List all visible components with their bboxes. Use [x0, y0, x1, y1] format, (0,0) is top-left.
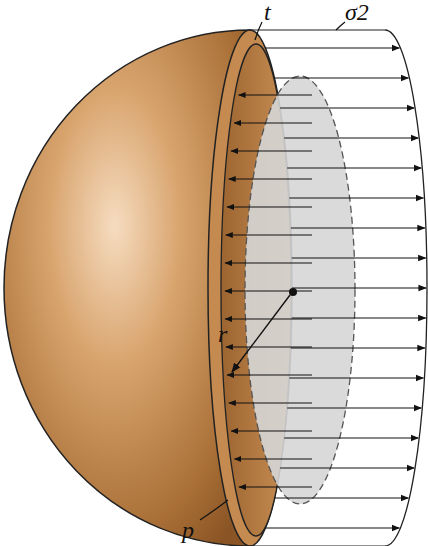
symbol-label: t [262, 0, 273, 24]
arrow [291, 347, 425, 348]
arrow [292, 257, 426, 258]
arrow [225, 290, 312, 291]
leader-t [255, 22, 262, 40]
symbol-label: r [216, 322, 229, 346]
leader-p [200, 500, 228, 520]
arrow [292, 287, 426, 288]
center-dot [289, 288, 297, 296]
arrow [265, 527, 399, 528]
arrow [289, 197, 423, 198]
arrow [289, 377, 423, 378]
arrow [225, 318, 312, 319]
arrow [227, 206, 312, 207]
arrow [239, 486, 312, 487]
symbol-label: σ2 [343, 0, 371, 24]
arrow [284, 437, 418, 438]
arrow [287, 407, 421, 408]
arrow [227, 374, 312, 375]
stress-arrows [265, 48, 426, 528]
arrow [231, 430, 312, 431]
section-disk [245, 76, 355, 504]
arrow [291, 227, 425, 228]
radius-line [232, 295, 290, 372]
arrow [280, 107, 414, 108]
arrow [280, 467, 414, 468]
arrow [287, 167, 421, 168]
arrow [229, 402, 312, 403]
arrow [229, 178, 312, 179]
arrow [274, 497, 408, 498]
pressure-arrows [225, 95, 312, 487]
arrow [231, 150, 312, 151]
symbol-label: p [180, 518, 196, 542]
arrow [265, 47, 399, 48]
arrow [226, 234, 312, 235]
arrow [226, 346, 312, 347]
arrow [239, 94, 312, 95]
leader-sigma [336, 22, 345, 30]
arrow [274, 77, 408, 78]
arrow [235, 458, 312, 459]
arrow [284, 137, 418, 138]
arrow [234, 122, 312, 123]
arrow [292, 317, 426, 318]
arrow [225, 262, 312, 263]
